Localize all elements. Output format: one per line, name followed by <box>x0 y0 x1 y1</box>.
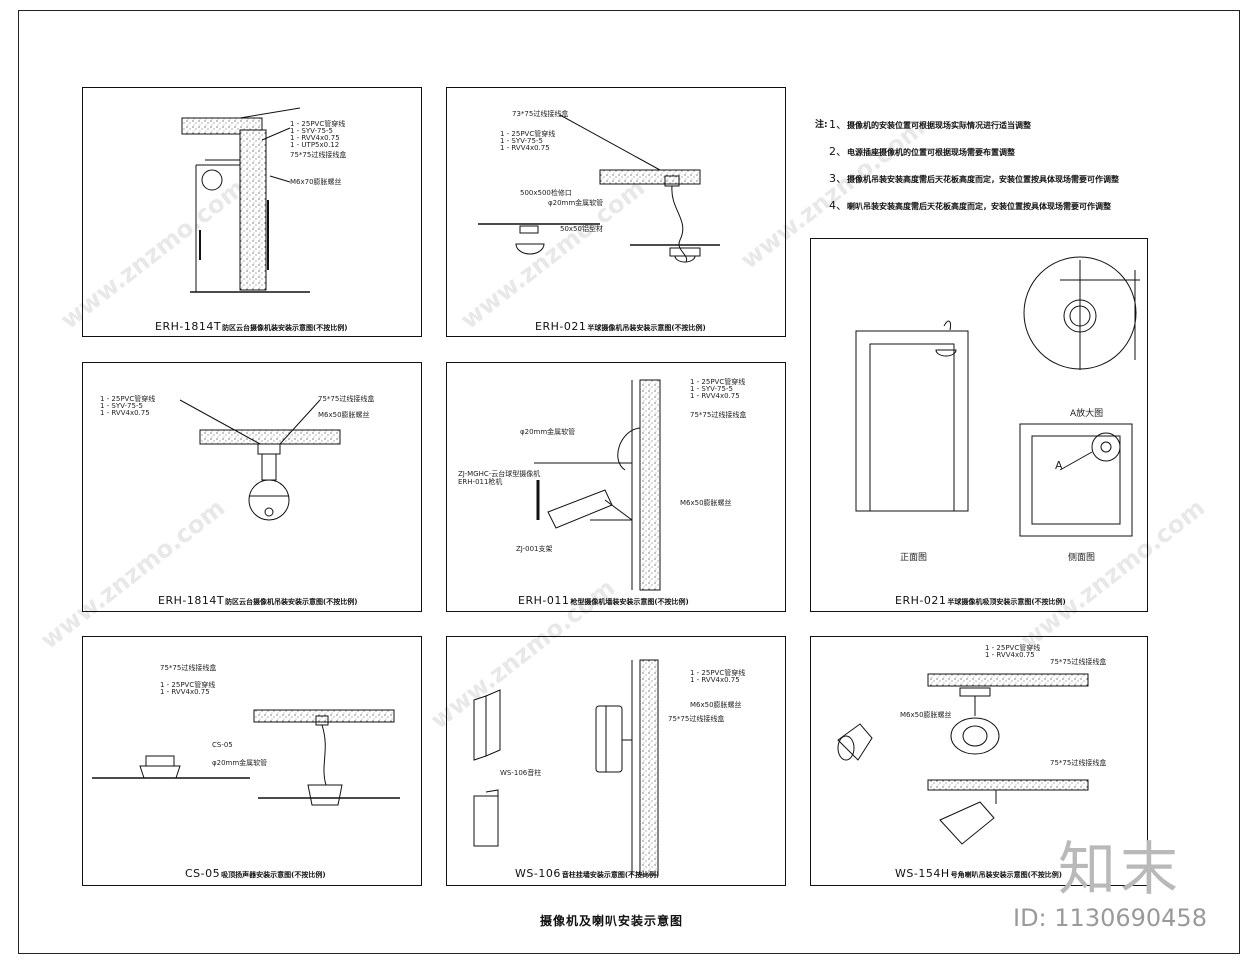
dome-camera <box>248 479 290 521</box>
callout: 1 - SYV-75-5 <box>690 385 733 393</box>
front-view-label: 正面图 <box>900 553 928 563</box>
callout: M6x50膨胀螺丝 <box>318 411 370 419</box>
note-line: 3、摄像机吊装安装高度需后天花板高度而定，安装位置按具体现场需要可作调整 <box>829 172 1119 185</box>
callout: 75*75过线接线盒 <box>290 151 347 159</box>
sheet-title: 摄像机及喇叭安装示意图 <box>540 914 684 928</box>
callout: CS-05 <box>212 741 233 749</box>
panel-desc: 半球摄像机吊装安装示意图(不按比例) <box>587 324 706 332</box>
callout: 75*75过线接线盒 <box>690 411 747 419</box>
callout: 75*75过线接线盒 <box>1050 759 1107 767</box>
panel-desc: 防区云台摄像机吊装安装示意图(不按比例) <box>225 598 358 606</box>
panel-caption: WS-106音柱挂墙安装示意图(不按比例) <box>515 867 659 880</box>
panel-code: ERH-1814T <box>155 320 222 333</box>
detail-panel-8 <box>810 636 1148 886</box>
panel-desc: 防区云台摄像机装安装示意图(不按比例) <box>222 324 348 332</box>
note-line: 2、电源插座摄像机的位置可根据现场需要布置调整 <box>829 145 1015 158</box>
detail-panel-7 <box>446 636 786 886</box>
panel-code: CS-05 <box>185 867 221 880</box>
detail-panel-4 <box>446 362 786 612</box>
panel-desc: 号角喇叭吊装安装示意图(不按比例) <box>950 871 1063 879</box>
callout: 75*75过线接线盒 <box>160 664 217 672</box>
detail-panel-1 <box>82 87 422 337</box>
panel-desc: 音柱挂墙安装示意图(不按比例) <box>561 871 660 879</box>
detail-panel-5 <box>810 238 1148 612</box>
horn-speaker <box>950 717 1000 755</box>
panel-code: WS-106 <box>515 867 561 880</box>
callout: WS-106音柱 <box>500 769 542 777</box>
callout: 1 - RVV4x0.75 <box>985 651 1035 659</box>
callout: 1 - RVV4x0.75 <box>690 392 740 400</box>
note-line: 1、摄像机的安装位置可根据现场实际情况进行适当调整 <box>829 118 1031 131</box>
panel-desc: 半球摄像机吸顶安装示意图(不按比例) <box>947 598 1066 606</box>
panel-code: ERH-1814T <box>158 594 225 607</box>
side-view-label: 侧面图 <box>1068 553 1096 563</box>
callout: ZJ-MGHC-云台球型摄像机 <box>458 470 541 478</box>
callout: 1 - 25PVC管穿线 <box>160 681 216 689</box>
callout: ZJ-001支架 <box>516 545 553 553</box>
notes-block: 注: 1、摄像机的安装位置可根据现场实际情况进行适当调整 2、电源插座摄像机的位… <box>815 112 1119 220</box>
callout: 1 - SYV-75-5 <box>290 127 333 135</box>
detail-panel-2 <box>446 87 786 337</box>
detail-panel-3 <box>82 362 422 612</box>
callout: 1 - RVV4x0.75 <box>290 134 340 142</box>
panel-desc: 吸顶扬声器安装示意图(不按比例) <box>221 871 326 879</box>
drawing-sheet <box>18 10 1240 954</box>
callout: 500x500检修口 <box>520 189 572 197</box>
panel-caption: CS-05吸顶扬声器安装示意图(不按比例) <box>185 867 326 880</box>
a-marker: A <box>1055 459 1063 472</box>
panel-code: ERH-011 <box>518 594 570 607</box>
column-speaker <box>595 705 623 773</box>
panel-code: ERH-021 <box>535 320 587 333</box>
callout: ERH-011枪机 <box>458 478 503 486</box>
panel-caption: ERH-021半球摄像机吸顶安装示意图(不按比例) <box>895 594 1066 607</box>
callout: φ20mm金属软管 <box>520 428 576 436</box>
callout: 50x50铝型材 <box>560 225 603 233</box>
callout: M6x50膨胀螺丝 <box>690 701 742 709</box>
callout: 75*75过线接线盒 <box>1050 658 1107 666</box>
bullet-camera <box>547 489 613 529</box>
callout: φ20mm金属软管 <box>212 759 268 767</box>
image-id: ID: 1130690458 <box>1013 904 1207 932</box>
callout: 1 - RVV4x0.75 <box>690 676 740 684</box>
callout: M6x50膨胀螺丝 <box>900 711 952 719</box>
callout: 1 - 25PVC管穿线 <box>690 378 746 386</box>
callout: 1 - SYV-75-5 <box>100 402 143 410</box>
panel-code: ERH-021 <box>895 594 947 607</box>
callout: 1 - 25PVC管穿线 <box>290 120 346 128</box>
callout: 1 - RVV4x0.75 <box>160 688 210 696</box>
callout: 1 - 25PVC管穿线 <box>690 669 746 677</box>
callout: 1 - 25PVC管穿线 <box>985 644 1041 652</box>
callout: M6x70膨胀螺丝 <box>290 178 342 186</box>
callout: 1 - 25PVC管穿线 <box>100 395 156 403</box>
callout: M6x50膨胀螺丝 <box>680 499 732 507</box>
note-line: 4、喇叭吊装安装高度需后天花板高度而定，安装位置按具体现场需要可作调整 <box>829 199 1111 212</box>
callout: 1 - RVV4x0.75 <box>500 144 550 152</box>
callout: 1 - RVV4x0.75 <box>100 409 150 417</box>
callout: 75*75过线接线盒 <box>318 395 375 403</box>
a-detail-label: A放大图 <box>1070 409 1104 419</box>
panel-caption: WS-154H号角喇叭吊装安装示意图(不按比例) <box>895 867 1062 880</box>
brand-logo: 知末 <box>1058 835 1183 903</box>
panel-desc: 枪型摄像机墙装安装示意图(不按比例) <box>570 598 689 606</box>
callout: 1 - UTP5x0.12 <box>290 141 340 149</box>
panel-caption: ERH-1814T防区云台摄像机装安装示意图(不按比例) <box>155 320 347 333</box>
wall-column <box>239 129 267 291</box>
callout: 75*75过线接线盒 <box>668 715 725 723</box>
detail-panel-6 <box>82 636 422 886</box>
callout: φ20mm金属软管 <box>548 199 604 207</box>
panel-caption: ERH-1814T防区云台摄像机吊装安装示意图(不按比例) <box>158 594 357 607</box>
callout: 73*75过线接线盒 <box>512 110 569 118</box>
panel-caption: ERH-021半球摄像机吊装安装示意图(不按比例) <box>535 320 706 333</box>
callout: 1 - 25PVC管穿线 <box>500 130 556 138</box>
ptz-camera <box>201 169 223 191</box>
callout: 1 - SYV-75-5 <box>500 137 543 145</box>
panel-caption: ERH-011枪型摄像机墙装安装示意图(不按比例) <box>518 594 689 607</box>
panel-code: WS-154H <box>895 867 950 880</box>
notes-head: 注: <box>815 120 828 130</box>
